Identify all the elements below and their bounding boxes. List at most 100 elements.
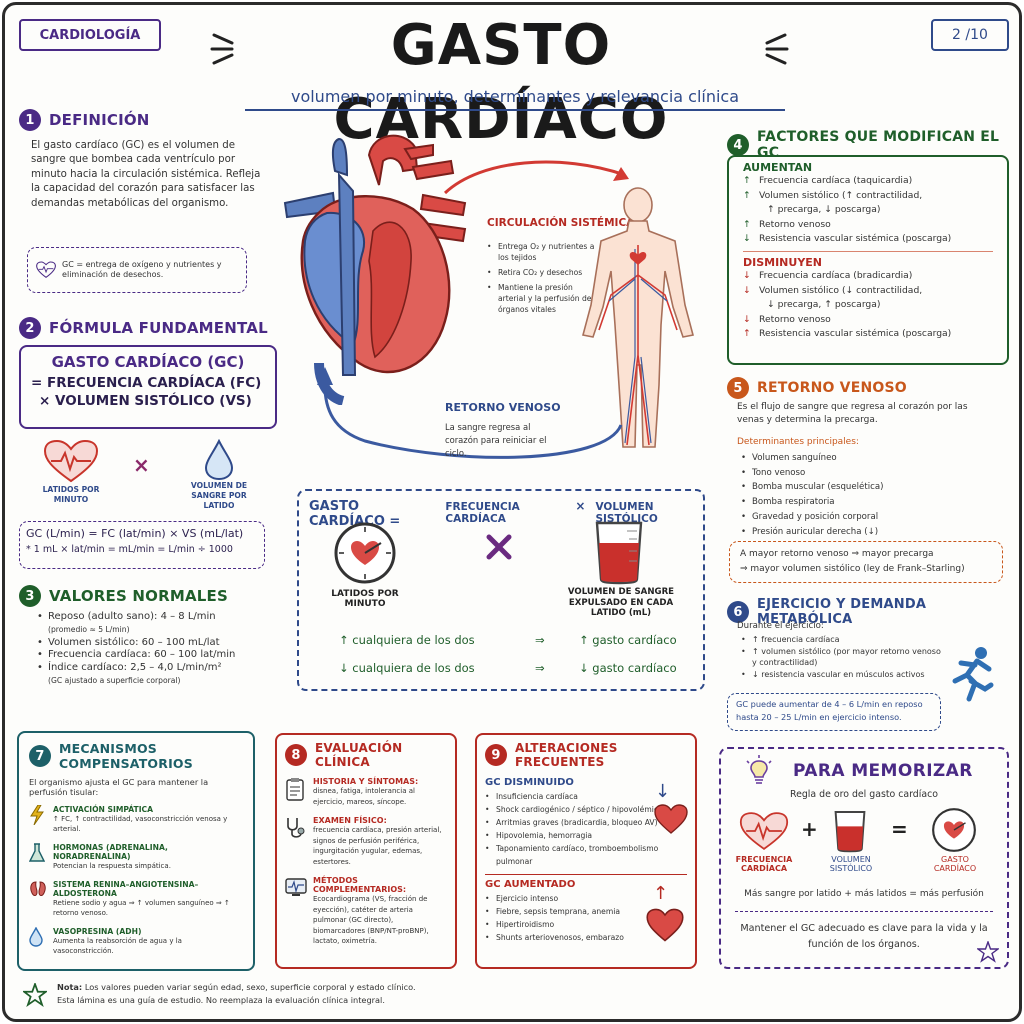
factor-row: ↑Frecuencia cardíaca (taquicardia) (743, 174, 993, 189)
list-item: Hipertiroidismo (485, 918, 635, 931)
page-number: 2 /10 (931, 19, 1009, 51)
section-title: EJERCICIO Y DEMANDA METABÓLICA (757, 597, 927, 627)
footer-note-label: Nota: (57, 982, 83, 992)
star-icon (977, 941, 999, 963)
compensatory-item-text: Retiene sodio y agua ⇒ ↑ volumen sanguín… (53, 899, 230, 917)
list-item: Fiebre, sepsis temprana, anemia (485, 905, 635, 918)
clinical-eval-list: HISTORIA Y SÍNTOMAS:disnea, fatiga, into… (285, 777, 447, 947)
factor-row: ↓Volumen sistólico (↓ contractilidad, (743, 284, 993, 299)
compensatory-item: VASOPRESINA (ADH)Aumenta la reabsorción … (29, 926, 243, 956)
list-item: Bomba respiratoria (741, 495, 991, 510)
section-number: 5 (727, 377, 749, 399)
increase-list: ↑Frecuencia cardíaca (taquicardia)↑ Volum… (743, 174, 993, 247)
compensatory-item-title: ACTIVACIÓN SIMPÁTICA (53, 805, 154, 814)
list-item: Arritmias graves (bradicardia, bloqueo A… (485, 816, 665, 829)
section-1-heading: 1 DEFINICIÓN (19, 109, 150, 131)
high-gc-title: GC AUMENTADO (485, 879, 576, 890)
section-8-heading: 8 EVALUACIÓN CLÍNICA (285, 741, 447, 769)
units-line-2: * 1 mL × lat/min = mL/min = L/min ÷ 1000 (26, 544, 233, 555)
fundamental-formula-box: GASTO CARDÍACO (GC) = FRECUENCIA CARDÍAC… (19, 345, 277, 429)
venous-definition: Es el flujo de sangre que regresa al cor… (737, 402, 968, 425)
normal-values-list: Reposo (adulto sano): 4 – 8 L/min(promed… (37, 611, 277, 688)
factor-text: Resistencia vascular sistémica (poscarga… (759, 328, 952, 340)
clinical-eval-item-title: HISTORIA Y SÍNTOMAS: (313, 777, 419, 786)
systemic-list: Entrega O₂ y nutrientes a los tejidos Re… (487, 241, 599, 315)
runner-icon (952, 647, 994, 702)
section-title: ALTERACIONES FRECUENTES (515, 741, 618, 769)
decrease-title: DISMINUYEN (743, 255, 823, 269)
section-9-heading: 9 ALTERACIONES FRECUENTES (485, 741, 687, 769)
memo-rule: Más sangre por latido + más latidos = má… (744, 889, 984, 899)
factor-arrow: ↓ (743, 269, 751, 281)
center-formula-box: GASTO CARDÍACO = FRECUENCIA CARDÍACA × V… (297, 489, 705, 691)
water-drop-icon (29, 926, 47, 956)
list-item: Índice cardíaco: 2,5 – 4,0 L/min/m²(GC a… (37, 662, 277, 688)
beaker-icon (834, 811, 866, 853)
section-number: 4 (727, 134, 749, 156)
section-title: RETORNO VENOSO (757, 380, 907, 396)
flask-icon (28, 843, 47, 871)
alterations-box: 9 ALTERACIONES FRECUENTES GC DISMINUIDO … (475, 733, 697, 969)
factor-row: ↓ Frecuencia cardíaca (bradicardia) (743, 269, 993, 284)
memo-term-b: VOLUMEN SISTÓLICO (829, 855, 873, 873)
down-arrow-icon: ↓ (655, 781, 671, 802)
list-item: ↓ resistencia vascular en músculos activ… (741, 669, 947, 681)
factor-row: ↑ precarga, ↓ poscarga) (743, 203, 993, 218)
memo-plus: + (801, 817, 818, 841)
clinical-eval-item-text: disnea, fatiga, intolerancia al ejercici… (313, 787, 415, 806)
list-item: Tono venoso (741, 466, 991, 481)
factor-arrow: ↑ (743, 189, 751, 201)
factor-text: ↑ precarga, ↓ poscarga) (767, 204, 881, 216)
factor-text: Frecuencia cardíaca (bradicardia) (759, 269, 913, 281)
section-7-heading: 7 MECANISMOS COMPENSATORIOS (29, 741, 243, 771)
topic-badge: CARDIOLOGÍA (19, 19, 161, 51)
list-item: ↑ frecuencia cardíaca (741, 634, 947, 646)
footer-note: Nota: Los valores pueden variar según ed… (57, 982, 416, 1005)
heart-icon (646, 908, 684, 942)
heart-clock-icon (932, 808, 976, 852)
compensatory-intro: El organismo ajusta el GC para mantener … (29, 777, 209, 797)
factor-row: ↓Resistencia vascular sistémica (poscarg… (743, 232, 993, 247)
heart-illustration (283, 134, 467, 405)
title-spark-right-icon (765, 33, 789, 65)
list-item: Retira CO₂ y desechos (487, 267, 599, 278)
factor-arrow (743, 298, 759, 313)
section-4-heading: 4 FACTORES QUE MODIFICAN EL GC (727, 129, 1019, 161)
section-2-heading: 2 FÓRMULA FUNDAMENTAL (19, 317, 268, 339)
section-number: 2 (19, 317, 41, 339)
compensatory-item-title: SISTEMA RENINA–ANGIOTENSINA–ALDOSTERONA (53, 880, 199, 898)
definition-text: El gasto cardíaco (GC) es el volumen de … (31, 140, 261, 209)
section-6-heading: 6 EJERCICIO Y DEMANDA METABÓLICA (727, 597, 1019, 627)
list-item: Shunts arteriovenosos, embarazo (485, 931, 635, 944)
compensatory-box: 7 MECANISMOS COMPENSATORIOS El organismo… (17, 731, 255, 971)
section-3-heading: 3 VALORES NORMALES (19, 585, 228, 607)
clipboard-icon (285, 777, 307, 807)
list-item: Volumen sistólico: 60 – 100 mL/lat (37, 637, 277, 650)
clinical-eval-item: MÉTODOS COMPLEMENTARIOS:Ecocardiograma (… (285, 876, 447, 947)
factor-text: Resistencia vascular sistémica (poscarga… (759, 233, 952, 245)
formula-line-3: × VOLUMEN SISTÓLICO (VS) (39, 393, 252, 409)
heart-icon (654, 804, 688, 834)
section-5-heading: 5 RETORNO VENOSO (727, 377, 907, 399)
clinical-eval-item-text: Ecocardiograma (VS, fracción de eyección… (313, 895, 429, 945)
blood-beaker-icon (595, 521, 643, 585)
clinical-eval-item: HISTORIA Y SÍNTOMAS:disnea, fatiga, into… (285, 777, 447, 807)
compensatory-list: ACTIVACIÓN SIMPÁTICA↑ FC, ↑ contractilid… (28, 804, 243, 956)
center-formula-fc: FRECUENCIA CARDÍACA (445, 501, 520, 525)
compensatory-item: ACTIVACIÓN SIMPÁTICA↑ FC, ↑ contractilid… (29, 804, 243, 834)
clinical-eval-box: 8 EVALUACIÓN CLÍNICA HISTORIA Y SÍNTOMAS… (275, 733, 457, 969)
factor-text: Volumen sistólico (↑ contractilidad, (759, 189, 923, 201)
memo-closing: Mantener el GC adecuado es clave para la… (740, 923, 988, 950)
compensatory-item: HORMONAS (ADRENALINA, NORADRENALINA)Pote… (28, 843, 243, 871)
factor-arrow: ↑ (743, 328, 751, 340)
heart-rate-icon (43, 439, 99, 483)
stroke-volume-label: VOLUMEN DE SANGRE POR LATIDO (190, 481, 248, 510)
heart-clock-label: LATIDOS POR MINUTO (331, 589, 399, 609)
high-gc-list: Ejercicio intenso Fiebre, sepsis tempran… (485, 892, 635, 944)
compensatory-item-title: HORMONAS (ADRENALINA, NORADRENALINA) (53, 843, 168, 861)
factors-box: AUMENTAN ↑Frecuencia cardíaca (taquicard… (727, 155, 1009, 365)
list-item: Shock cardiogénico / séptico / hipovolém… (485, 803, 665, 816)
factor-text: Retorno venoso (759, 313, 831, 325)
